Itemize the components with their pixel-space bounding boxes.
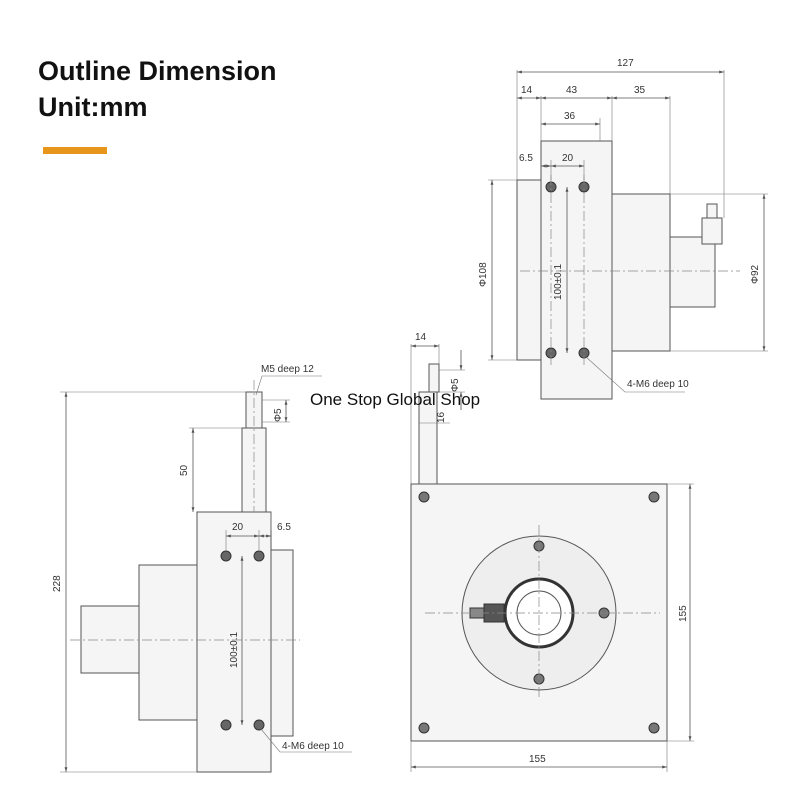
top-view-holes xyxy=(545,181,590,359)
dim-rod-length: 50 xyxy=(179,464,190,476)
front-view: 14 Φ5 16 155 155 xyxy=(410,332,694,772)
top-view-drum xyxy=(611,193,671,352)
top-view-connector-tip xyxy=(706,203,718,219)
top-view-left-flange xyxy=(516,179,542,361)
front-view-rod xyxy=(418,391,438,485)
mounting-hole xyxy=(253,550,265,562)
dim-offset: 6.5 xyxy=(519,153,533,164)
mounting-hole xyxy=(220,719,232,731)
dim-offset: 6.5 xyxy=(277,522,291,533)
dim-rod-offset: 16 xyxy=(436,411,447,423)
dim-hole-pitch: 100±0.1 xyxy=(229,631,240,668)
dim-right: 35 xyxy=(634,85,646,96)
corner-hole xyxy=(648,722,660,734)
dim-left: 14 xyxy=(521,85,533,96)
side-view-right-flange xyxy=(270,549,294,737)
dim-encoder-diameter: Φ92 xyxy=(750,264,761,284)
front-view-corner-holes xyxy=(418,491,660,734)
dim-total-height: 228 xyxy=(52,575,63,592)
mounting-hole xyxy=(220,550,232,562)
dim-top-width: 14 xyxy=(415,332,427,343)
title-accent-bar xyxy=(43,147,107,154)
thread-callout: M5 deep 12 xyxy=(261,364,314,375)
corner-hole xyxy=(418,722,430,734)
dim-hole-spacing: 20 xyxy=(232,522,244,533)
corner-hole xyxy=(648,491,660,503)
unit-label: Unit:mm xyxy=(38,92,148,122)
hole-callout: 4-M6 deep 10 xyxy=(627,379,689,390)
side-view-drum xyxy=(138,564,198,721)
dim-slot: 36 xyxy=(564,111,576,122)
top-view: 127 14 43 35 36 6.5 20 Φ108 100±0.1 Φ92 … xyxy=(478,58,768,400)
side-view-rod-end xyxy=(245,391,263,429)
dim-rod-diameter: Φ5 xyxy=(273,408,284,422)
watermark-text: One Stop Global Shop xyxy=(310,390,481,409)
front-view-rod-end xyxy=(428,363,440,393)
side-view-encoder xyxy=(80,605,140,674)
dim-width: 155 xyxy=(529,754,546,765)
dim-body-diameter: Φ108 xyxy=(478,262,489,287)
page-title: Outline Dimension xyxy=(38,56,277,86)
top-view-encoder xyxy=(669,236,716,308)
dim-rod-diameter: Φ5 xyxy=(450,378,461,392)
dim-height: 155 xyxy=(678,605,689,622)
top-view-plate xyxy=(540,140,613,400)
side-view: 228 50 Φ5 M5 deep 12 20 6.5 100±0.1 4-M6… xyxy=(52,364,352,773)
corner-hole xyxy=(418,491,430,503)
side-view-holes xyxy=(220,550,265,731)
dim-hole-spacing: 20 xyxy=(562,153,574,164)
dim-mid: 43 xyxy=(566,85,578,96)
mounting-hole xyxy=(253,719,265,731)
top-view-connector xyxy=(701,217,723,245)
hole-callout: 4-M6 deep 10 xyxy=(282,741,344,752)
dim-total-width: 127 xyxy=(617,58,634,69)
dim-hole-pitch: 100±0.1 xyxy=(553,263,564,300)
